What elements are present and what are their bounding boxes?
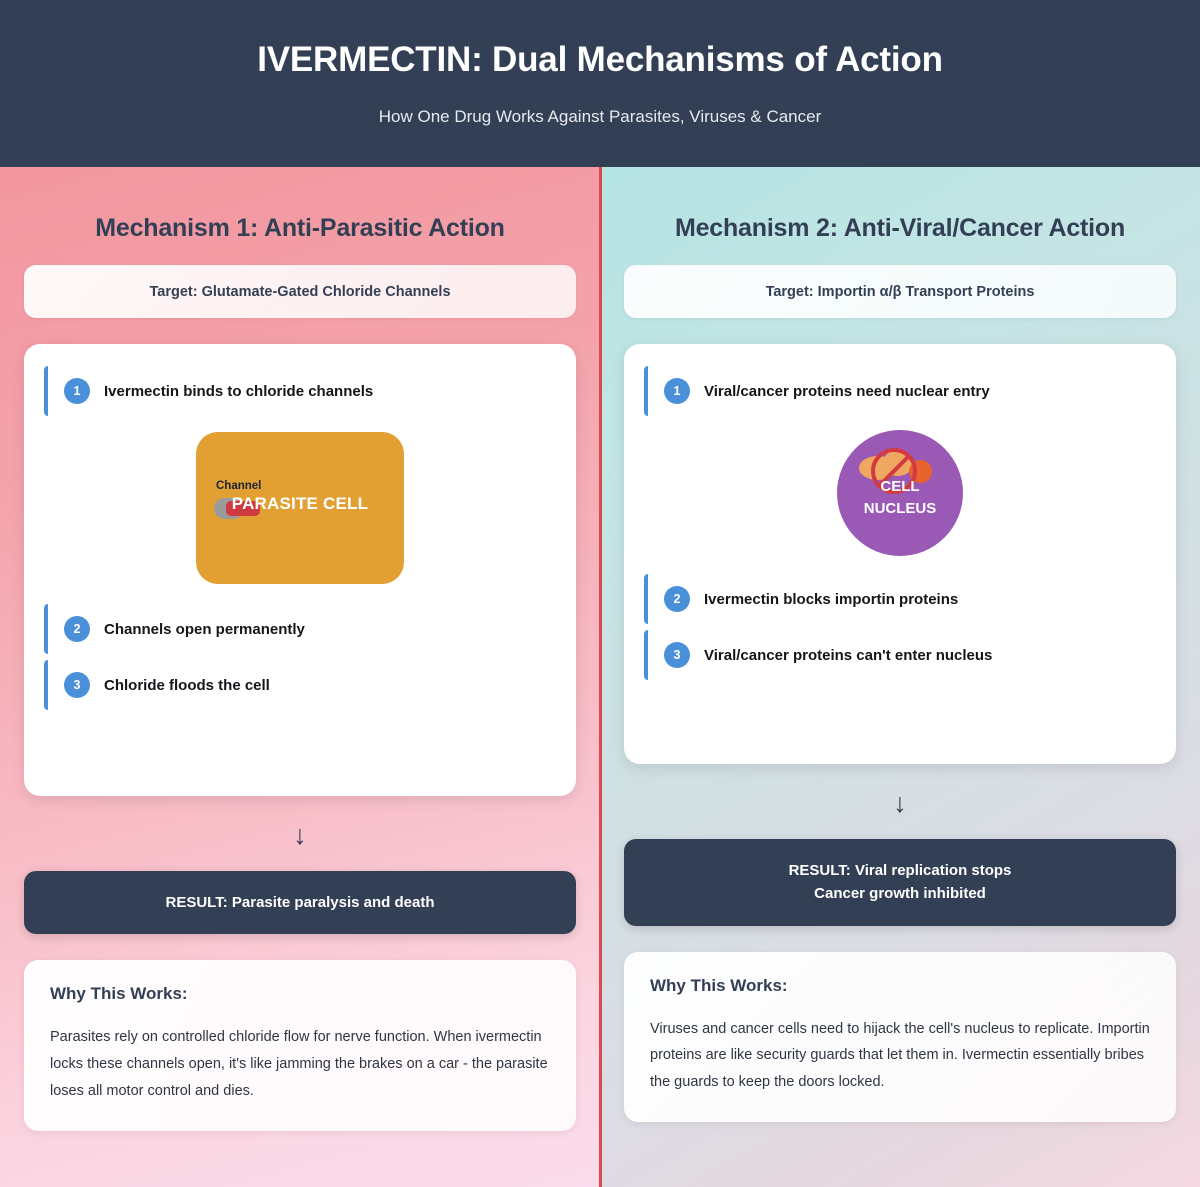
step-item[interactable]: 3 Chloride floods the cell <box>44 660 556 710</box>
result-text: RESULT: Parasite paralysis and death <box>165 894 435 911</box>
down-arrow-icon: ↓ <box>893 788 907 818</box>
page-subtitle: How One Drug Works Against Parasites, Vi… <box>378 106 822 126</box>
channel-label: Channel <box>216 480 262 492</box>
step-number-badge: 3 <box>664 642 690 668</box>
why-text: Viruses and cancer cells need to hijack … <box>650 1020 1150 1091</box>
step-label: Ivermectin blocks importin proteins <box>704 590 959 608</box>
target-box-mechanism-1: Target: Glutamate-Gated Chloride Channel… <box>24 265 576 318</box>
steps-card-mechanism-1: 1 Ivermectin binds to chloride channels … <box>24 344 576 796</box>
result-text-line2: Cancer growth inhibited <box>814 885 986 903</box>
panel-divider <box>599 167 602 1187</box>
parasite-cell-caption: PARASITE CELL <box>231 494 369 513</box>
step-number-badge: 3 <box>64 672 90 698</box>
page-title: IVERMECTIN: Dual Mechanisms of Action <box>257 40 943 80</box>
page-header: IVERMECTIN: Dual Mechanisms of Action Ho… <box>0 0 1200 167</box>
parasite-cell-graphic-wrap: Channel PARASITE CELL <box>44 432 556 584</box>
step-item[interactable]: 1 Viral/cancer proteins need nuclear ent… <box>644 366 1156 416</box>
step-label: Channels open permanently <box>104 620 305 638</box>
nucleus-label-line1: CELL <box>880 478 920 495</box>
panel-mechanism-1: Mechanism 1: Anti-Parasitic Action Targe… <box>0 167 600 1187</box>
why-title: Why This Works: <box>50 984 188 1004</box>
chloride-channel-icon <box>214 498 260 519</box>
step-number-badge: 1 <box>64 378 90 404</box>
mechanism-panels: Mechanism 1: Anti-Parasitic Action Targe… <box>0 167 1200 1187</box>
result-box-mechanism-1: RESULT: Parasite paralysis and death <box>24 871 576 935</box>
step-item[interactable]: 2 Ivermectin blocks importin proteins <box>644 574 1156 624</box>
step-label: Viral/cancer proteins can't enter nucleu… <box>704 646 993 664</box>
target-label-mechanism-1: Target: Glutamate-Gated Chloride Channel… <box>149 283 451 300</box>
blocked-icon <box>871 448 917 494</box>
result-box-mechanism-2: RESULT: Viral replication stops Cancer g… <box>624 839 1176 926</box>
step-item[interactable]: 3 Viral/cancer proteins can't enter nucl… <box>644 630 1156 680</box>
down-arrow-icon: ↓ <box>293 820 307 850</box>
cell-nucleus-graphic-wrap: CELL NUCLEUS <box>644 430 1156 556</box>
result-text-line1: RESULT: Viral replication stops <box>788 862 1012 879</box>
step-number-badge: 1 <box>664 378 690 404</box>
step-label: Viral/cancer proteins need nuclear entry <box>704 382 990 400</box>
step-label: Ivermectin binds to chloride channels <box>104 382 374 400</box>
cell-nucleus-graphic: CELL NUCLEUS <box>837 430 963 556</box>
step-label: Chloride floods the cell <box>104 676 270 694</box>
parasite-cell-graphic: Channel PARASITE CELL <box>196 432 404 584</box>
step-item[interactable]: 2 Channels open permanently <box>44 604 556 654</box>
ivermectin-molecule-icon <box>226 501 260 516</box>
step-number-badge: 2 <box>664 586 690 612</box>
nucleus-label-line2: NUCLEUS <box>863 500 937 517</box>
panel-title-mechanism-1: Mechanism 1: Anti-Parasitic Action <box>95 214 505 242</box>
why-text: Parasites rely on controlled chloride fl… <box>50 1029 548 1100</box>
why-box-mechanism-2: Why This Works: Viruses and cancer cells… <box>624 951 1176 1123</box>
target-box-mechanism-2: Target: Importin α/β Transport Proteins <box>624 265 1176 318</box>
panel-mechanism-2: Mechanism 2: Anti-Viral/Cancer Action Ta… <box>600 167 1200 1187</box>
step-item[interactable]: 1 Ivermectin binds to chloride channels <box>44 366 556 416</box>
panel-title-mechanism-2: Mechanism 2: Anti-Viral/Cancer Action <box>674 214 1126 242</box>
target-label-mechanism-2: Target: Importin α/β Transport Proteins <box>765 283 1035 300</box>
step-number-badge: 2 <box>64 616 90 642</box>
why-box-mechanism-1: Why This Works: Parasites rely on contro… <box>24 960 576 1132</box>
steps-card-mechanism-2: 1 Viral/cancer proteins need nuclear ent… <box>624 344 1176 764</box>
why-title: Why This Works: <box>650 975 788 995</box>
